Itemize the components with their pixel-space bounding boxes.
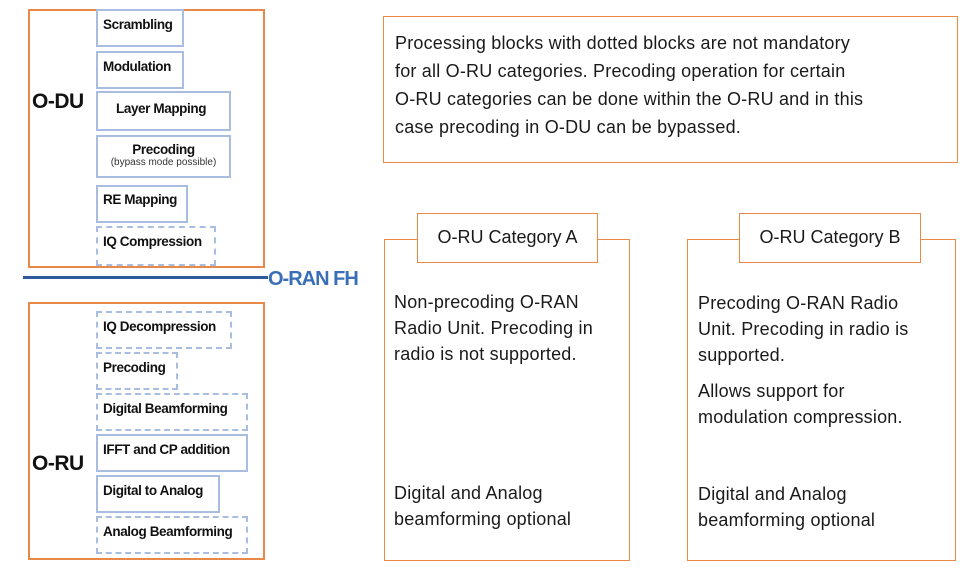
oru-block-precoding: Precoding — [96, 352, 178, 390]
odu-block-iq-compression: IQ Compression — [96, 226, 216, 266]
cat-b-panel — [687, 239, 956, 561]
oru-block-ifft-cp: IFFT and CP addition — [96, 434, 248, 472]
block-label: Modulation — [103, 59, 171, 74]
oru-block-digital-beamforming: Digital Beamforming — [96, 393, 248, 431]
cat-b-desc-2: Unit. Precoding in radio is — [698, 319, 909, 339]
cat-a-foot-2: beamforming optional — [394, 509, 572, 529]
cat-a-desc-3: radio is not supported. — [394, 344, 577, 364]
block-label: IFFT and CP addition — [103, 442, 230, 457]
block-label: Layer Mapping — [116, 101, 207, 116]
oru-block-digital-to-analog: Digital to Analog — [96, 475, 220, 513]
cat-a-title: O-RU Category A — [417, 213, 598, 263]
odu-label: O-DU — [32, 90, 84, 113]
block-label: Digital Beamforming — [103, 401, 228, 416]
cat-a-desc-1: Non-precoding O-RAN — [394, 292, 579, 312]
block-label: Digital to Analog — [103, 483, 203, 498]
odu-block-modulation: Modulation — [96, 51, 184, 89]
cat-b-desc-3: supported. — [698, 345, 786, 365]
block-label: IQ Decompression — [103, 319, 216, 334]
fh-label: O-RAN FH — [268, 268, 359, 290]
block-label: Analog Beamforming — [103, 524, 233, 539]
note-line-3: O-RU categories can be done within the O… — [395, 89, 864, 109]
cat-b-extra-1: Allows support for — [698, 381, 845, 401]
odu-block-re-mapping: RE Mapping — [96, 185, 188, 223]
note-box — [383, 16, 958, 163]
block-label: Precoding — [103, 360, 166, 375]
fh-line — [23, 276, 268, 279]
cat-b-foot-2: beamforming optional — [698, 510, 876, 530]
cat-a-panel — [384, 239, 630, 561]
cat-a-foot-1: Digital and Analog — [394, 483, 543, 503]
cat-b-desc-1: Precoding O-RAN Radio — [698, 293, 899, 313]
note-line-4: case precoding in O-DU can be bypassed. — [395, 117, 741, 137]
note-line-1: Processing blocks with dotted blocks are… — [395, 33, 851, 53]
block-label: RE Mapping — [103, 192, 177, 207]
cat-b-extra-2: modulation compression. — [698, 407, 903, 427]
oru-block-analog-beamforming: Analog Beamforming — [96, 516, 248, 554]
odu-block-precoding: Precoding (bypass mode possible) — [96, 135, 231, 178]
note-line-2: for all O-RU categories. Precoding opera… — [395, 61, 846, 81]
oru-block-iq-decompression: IQ Decompression — [96, 311, 232, 349]
cat-b-foot-1: Digital and Analog — [698, 484, 847, 504]
block-label: Scrambling — [103, 17, 173, 32]
cat-a-desc-2: Radio Unit. Precoding in — [394, 318, 593, 338]
odu-block-scrambling: Scrambling — [96, 9, 184, 47]
block-sublabel: (bypass mode possible) — [110, 157, 217, 168]
odu-block-layer-mapping: Layer Mapping — [96, 91, 231, 131]
block-label: IQ Compression — [103, 234, 202, 249]
oru-label: O-RU — [32, 452, 84, 475]
block-label: Precoding — [132, 142, 195, 157]
cat-b-title: O-RU Category B — [739, 213, 921, 263]
